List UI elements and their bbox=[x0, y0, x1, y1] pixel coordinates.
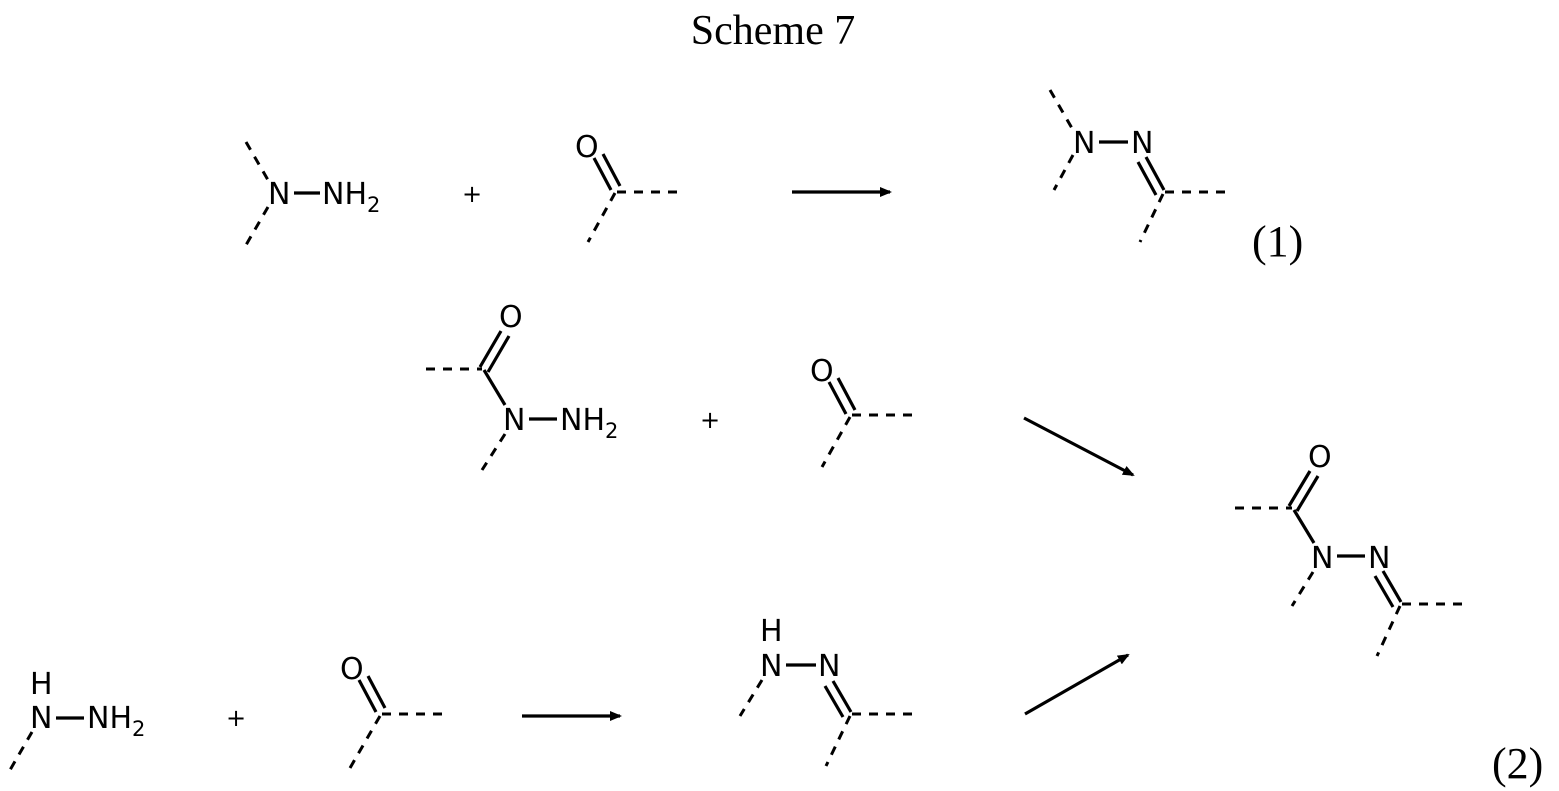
atom-label: N bbox=[1368, 541, 1390, 576]
equation-number-2: (2) bbox=[1492, 739, 1543, 788]
plus-sign: + bbox=[462, 180, 482, 208]
atom-label: N bbox=[1311, 541, 1333, 576]
reaction-2-route-a: O N NH2 + O bbox=[426, 300, 1133, 475]
product-1-hydrazone: N N bbox=[1050, 90, 1228, 242]
atom-label: N bbox=[760, 649, 782, 684]
atom-label: N bbox=[268, 177, 290, 212]
product-2-acylhydrazone: O N N bbox=[1235, 440, 1467, 656]
reaction-arrow-2a bbox=[1024, 418, 1133, 475]
reactant-2c-hydrazine: H N NH2 bbox=[10, 667, 145, 770]
atom-label: NH2 bbox=[322, 177, 380, 217]
reactant-1b-ketone: O bbox=[575, 130, 678, 242]
reactant-1a-hydrazine: N NH2 bbox=[246, 142, 380, 245]
atom-label: H bbox=[30, 667, 53, 702]
atom-label: N bbox=[1131, 126, 1153, 161]
atom-label: NH2 bbox=[560, 403, 618, 443]
reactant-2d-ketone: O bbox=[340, 652, 442, 768]
plus-sign: + bbox=[700, 406, 720, 434]
reaction-2-route-b: H N NH2 + O H N N bbox=[10, 614, 1128, 770]
reactant-2a-acylhydrazide: O N NH2 bbox=[426, 300, 618, 470]
scheme-title: Scheme 7 bbox=[691, 8, 855, 54]
reaction-arrow-2c bbox=[1025, 655, 1128, 714]
atom-label: O bbox=[499, 300, 523, 335]
atom-label: O bbox=[1308, 440, 1332, 475]
atom-label: H bbox=[760, 614, 783, 649]
plus-sign: + bbox=[226, 704, 246, 732]
equation-number-1: (1) bbox=[1252, 217, 1303, 266]
atom-label: N bbox=[1073, 126, 1095, 161]
atom-label: N bbox=[818, 649, 840, 684]
reactant-2b-ketone: O bbox=[810, 354, 912, 467]
atom-label: N bbox=[30, 701, 52, 736]
atom-label: N bbox=[503, 403, 525, 438]
intermediate-hydrazone: H N N bbox=[740, 614, 914, 766]
reaction-1: N NH2 + O N N (1) bbox=[246, 90, 1303, 266]
atom-label: NH2 bbox=[87, 701, 145, 741]
